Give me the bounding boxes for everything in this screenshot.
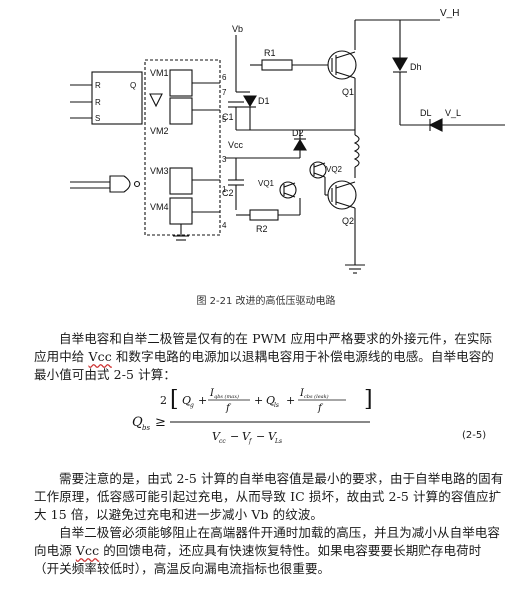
eq-iqbs-sub: qbs (max) — [214, 393, 239, 400]
label-q2: Q2 — [342, 216, 354, 226]
label-pin7: 7 — [222, 88, 227, 97]
label-r1: R1 — [264, 48, 276, 58]
paragraph-3: 自举二极管必须能够阻止在高端器件开通时加载的高压，并且为减小从自举电容向电源 V… — [34, 524, 504, 578]
label-v-h: V_H — [440, 8, 459, 19]
svg-text:[: [ — [170, 387, 179, 412]
label-v-l: V_L — [445, 108, 461, 118]
eq-lhs-sub: bs — [142, 424, 150, 432]
svg-text:]: ] — [364, 387, 373, 412]
equation-2-5: Q bs ≥ 2 [ ] Q g + I qbs (max) f + Q ls … — [132, 387, 373, 445]
svg-text:+: + — [254, 394, 263, 407]
eq-den-vls: V — [268, 430, 277, 443]
label-vb: Vb — [232, 24, 243, 34]
paragraph-2: 需要注意的是，由式 2-5 计算的自举电容值是最小的要求，由于自举电路的固有工作… — [34, 470, 504, 524]
eq-den-vcc: V — [212, 430, 221, 443]
p1-vcc: Vcc — [88, 349, 112, 364]
p1-text-b: 和数字电路的电源加以退耦电容用于补偿电源线的电感。自举电容的最小值可由式 2-5… — [34, 349, 494, 382]
label-pin6: 6 — [222, 73, 227, 82]
label-ff-r1: R — [95, 81, 101, 90]
eq-qls-sub: ls — [274, 402, 279, 409]
label-d1: D1 — [258, 96, 270, 106]
label-dh: Dh — [410, 62, 422, 72]
label-ff-r2: R — [95, 98, 101, 107]
eq-qg-sub: g — [190, 402, 194, 409]
label-c1: C1 — [222, 112, 234, 122]
label-c2: C2 — [222, 188, 234, 198]
eq-qls: Q — [266, 394, 275, 407]
circuit-diagram: V_H Vb R1 D1 C1 Dh DL V_L Q1 Q2 Vcc D2 V… — [70, 8, 505, 274]
label-pin4: 4 — [222, 221, 227, 230]
svg-text:+: + — [198, 394, 207, 407]
p3-text-b: 的回馈电荷，还应具有快速恢复特性。如果电容要要长期贮存电荷时（开关频率较低时），… — [34, 543, 482, 576]
p2-text: 需要注意的是，由式 2-5 计算的自举电容值是最小的要求，由于自举电路的固有工作… — [34, 471, 504, 522]
figure-caption: 图 2-21 改进的高低压驱动电路 — [196, 296, 336, 307]
label-ff-s: S — [95, 114, 100, 123]
eq-den-vls-sub: Ls — [274, 438, 282, 445]
label-vq1: VQ1 — [258, 179, 275, 188]
eq-den-vcc-sub: cc — [219, 438, 226, 445]
label-vm4: VM4 — [150, 202, 169, 212]
equation-number: (2-5) — [462, 430, 487, 441]
p3-vcc: Vcc — [75, 543, 100, 558]
label-vm3: VM3 — [150, 166, 169, 176]
svg-text:+: + — [286, 394, 295, 407]
label-vm2: VM2 — [150, 126, 169, 136]
svg-text:−: − — [230, 430, 239, 443]
p3-text-a: 自举二极管必须能够阻止在高端器件开通时加载的高压，并且为减小从自举电容向电源 — [34, 525, 501, 558]
svg-text:≥: ≥ — [155, 415, 166, 430]
label-vm1: VM1 — [150, 68, 169, 78]
label-pin1: 1 — [222, 185, 227, 194]
label-vq2: VQ2 — [326, 165, 343, 174]
eq-f2: f — [317, 403, 324, 414]
label-q1: Q1 — [342, 87, 354, 97]
label-ff-q: Q — [130, 81, 136, 90]
eq-icbs: I — [299, 388, 305, 399]
label-pin3: 3 — [222, 155, 227, 164]
svg-text:−: − — [256, 430, 265, 443]
eq-coef: 2 — [160, 394, 167, 407]
eq-den-vf-sub: f — [248, 438, 253, 445]
p1-text-a: 自举电容和自举二极管是仅有的在 PWM 应用中严格要求的外接元件，在实际应用中给 — [34, 331, 493, 364]
label-dl: DL — [420, 108, 432, 118]
paragraph-1: 自举电容和自举二极管是仅有的在 PWM 应用中严格要求的外接元件，在实际应用中给… — [34, 330, 504, 384]
eq-qg: Q — [182, 394, 191, 407]
label-pin5: 5 — [222, 115, 227, 124]
eq-lhs: Q — [132, 415, 143, 430]
eq-iqbs: I — [209, 388, 215, 399]
label-r2: R2 — [256, 224, 268, 234]
label-vcc: Vcc — [228, 140, 244, 150]
eq-den-vf: V — [242, 430, 251, 443]
eq-f1: f — [225, 403, 232, 414]
eq-icbs-sub: cbs (leak) — [304, 393, 329, 400]
label-d2: D2 — [292, 128, 304, 138]
